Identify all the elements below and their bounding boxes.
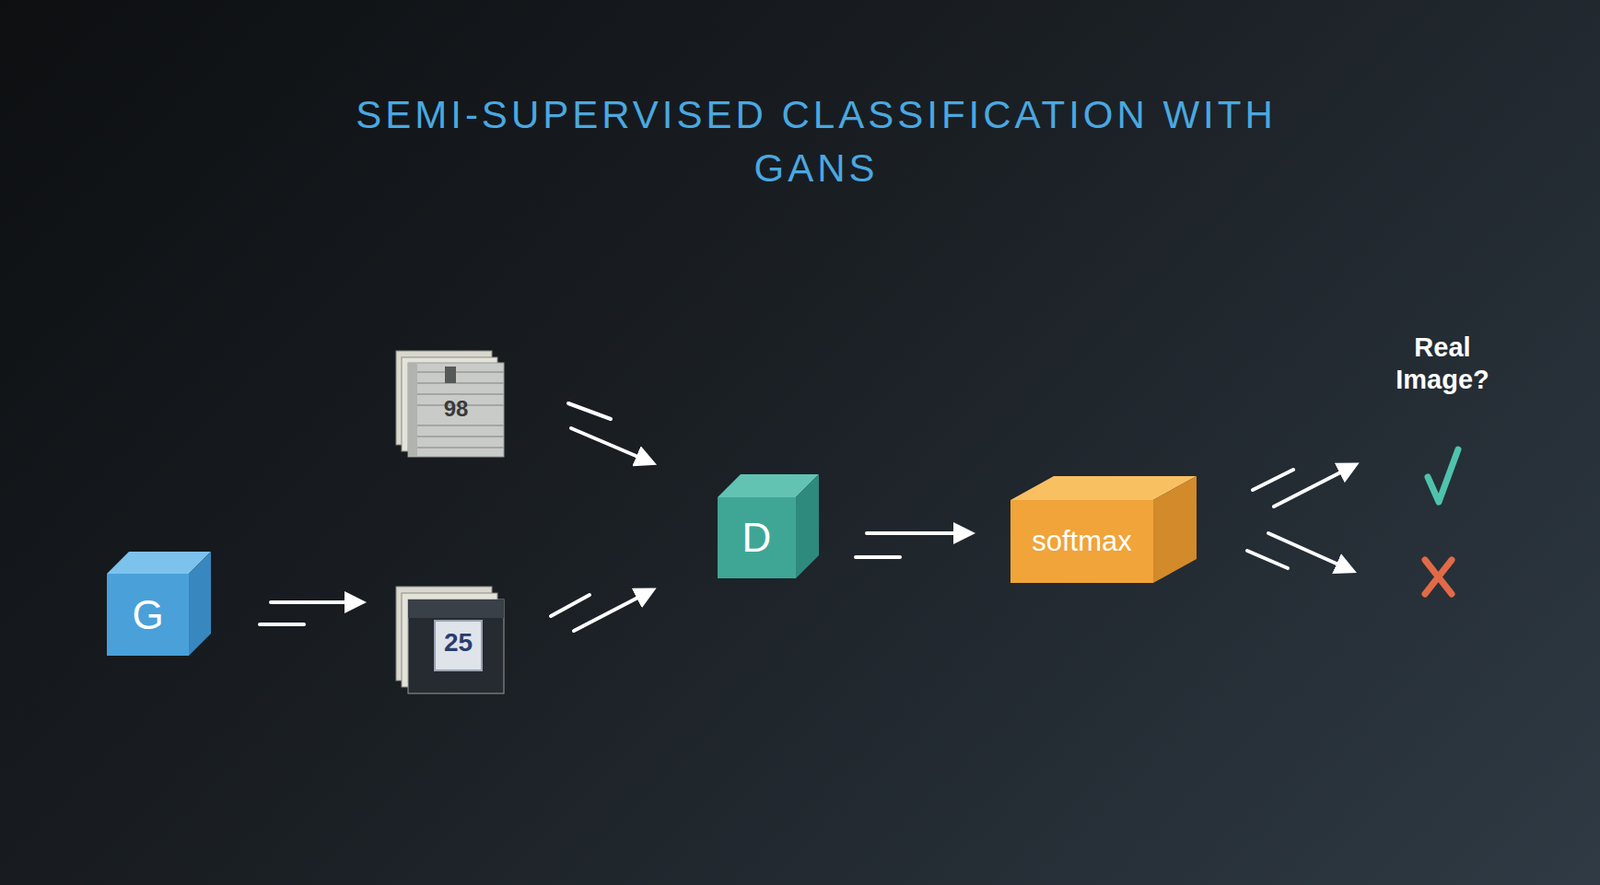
flow-arrow — [1247, 467, 1350, 569]
output-question: Real Image? — [1382, 331, 1503, 397]
node-label: softmax — [1031, 525, 1133, 559]
diagram-title: SEMI-SUPERVISED CLASSIFICATION WITH GANS — [355, 88, 1277, 196]
generator-cube: G — [106, 573, 189, 656]
node-label: G — [131, 592, 164, 639]
image-stack — [396, 350, 504, 457]
flow-arrow — [550, 593, 647, 631]
flow-arrow — [855, 533, 965, 558]
check-mark — [1427, 449, 1459, 503]
photo-digits: 98 — [426, 396, 486, 423]
softmax-box: softmax — [1010, 500, 1154, 584]
flow-arrow — [259, 602, 356, 625]
image-stack — [396, 586, 504, 694]
discriminator-cube: D — [717, 497, 796, 579]
flow-arrow — [568, 403, 647, 461]
photo-digits: 25 — [429, 627, 488, 659]
cross-mark — [1424, 560, 1452, 595]
node-label: D — [742, 514, 772, 561]
